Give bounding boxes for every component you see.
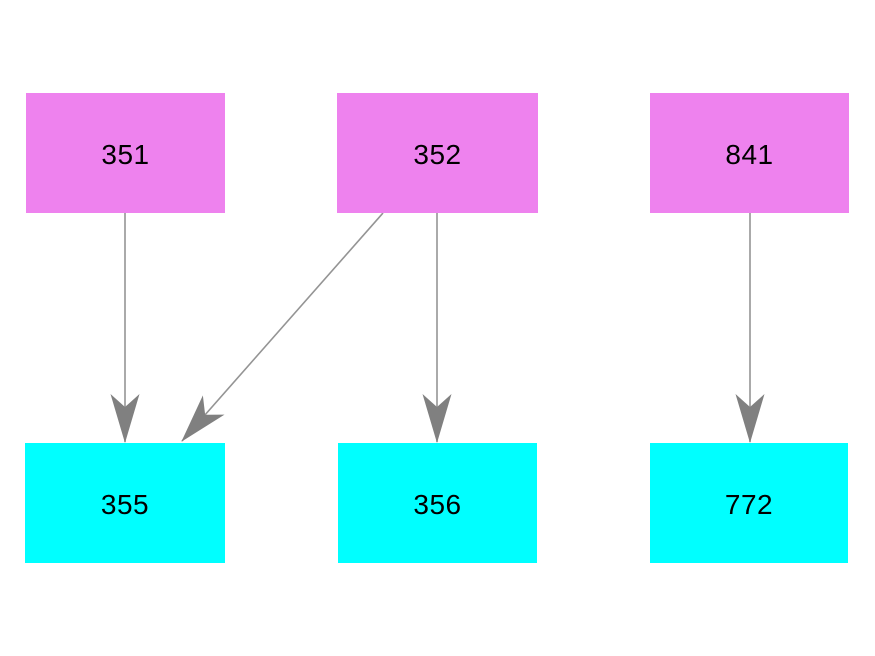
graph-node-352: 352 xyxy=(337,93,538,213)
graph-node-841: 841 xyxy=(650,93,849,213)
graph-node-772: 772 xyxy=(650,443,848,563)
graph-node-label: 352 xyxy=(413,139,462,170)
graph-node-label: 356 xyxy=(413,489,462,520)
edge-352-to-355 xyxy=(181,212,384,442)
graph-node-356: 356 xyxy=(338,443,537,563)
graph-node-label: 772 xyxy=(724,489,774,520)
graph-node-351: 351 xyxy=(26,93,225,213)
graph-node-label: 351 xyxy=(101,139,150,170)
graph-node-label: 355 xyxy=(100,489,150,520)
graph-node-355: 355 xyxy=(25,443,225,563)
edge-group xyxy=(110,212,765,443)
graph-node-label: 841 xyxy=(725,139,774,170)
